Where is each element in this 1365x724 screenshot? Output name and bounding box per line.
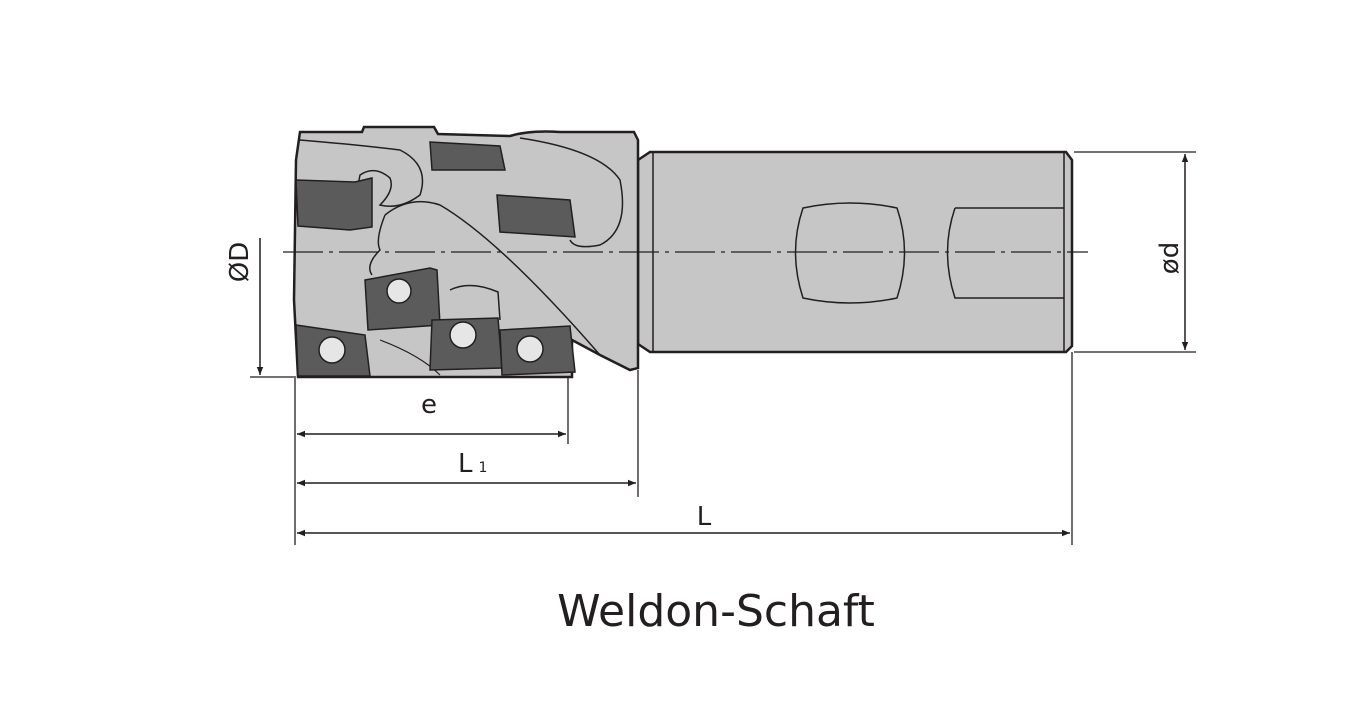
label-L1-sub: 1 [479,460,488,476]
label-outer-diameter: ØD [225,242,255,283]
insert-screws [318,278,544,364]
screw-icon [516,335,544,363]
insert-upper-right [496,194,576,238]
extension-lines [250,151,1196,545]
label-L: L [697,502,712,532]
screw-icon [386,278,412,304]
insert-top-center [429,141,506,171]
weldon-flat-1 [794,202,906,304]
label-L1-main: L [458,449,473,479]
weldon-flat-2 [946,207,1064,299]
label-shank-diameter: ød [1155,242,1185,274]
label-e: e [421,390,437,420]
diagram-title: Weldon-Schaft [557,586,875,637]
screw-icon [318,336,346,364]
insert-top-left [295,177,373,231]
screw-icon [449,321,477,349]
